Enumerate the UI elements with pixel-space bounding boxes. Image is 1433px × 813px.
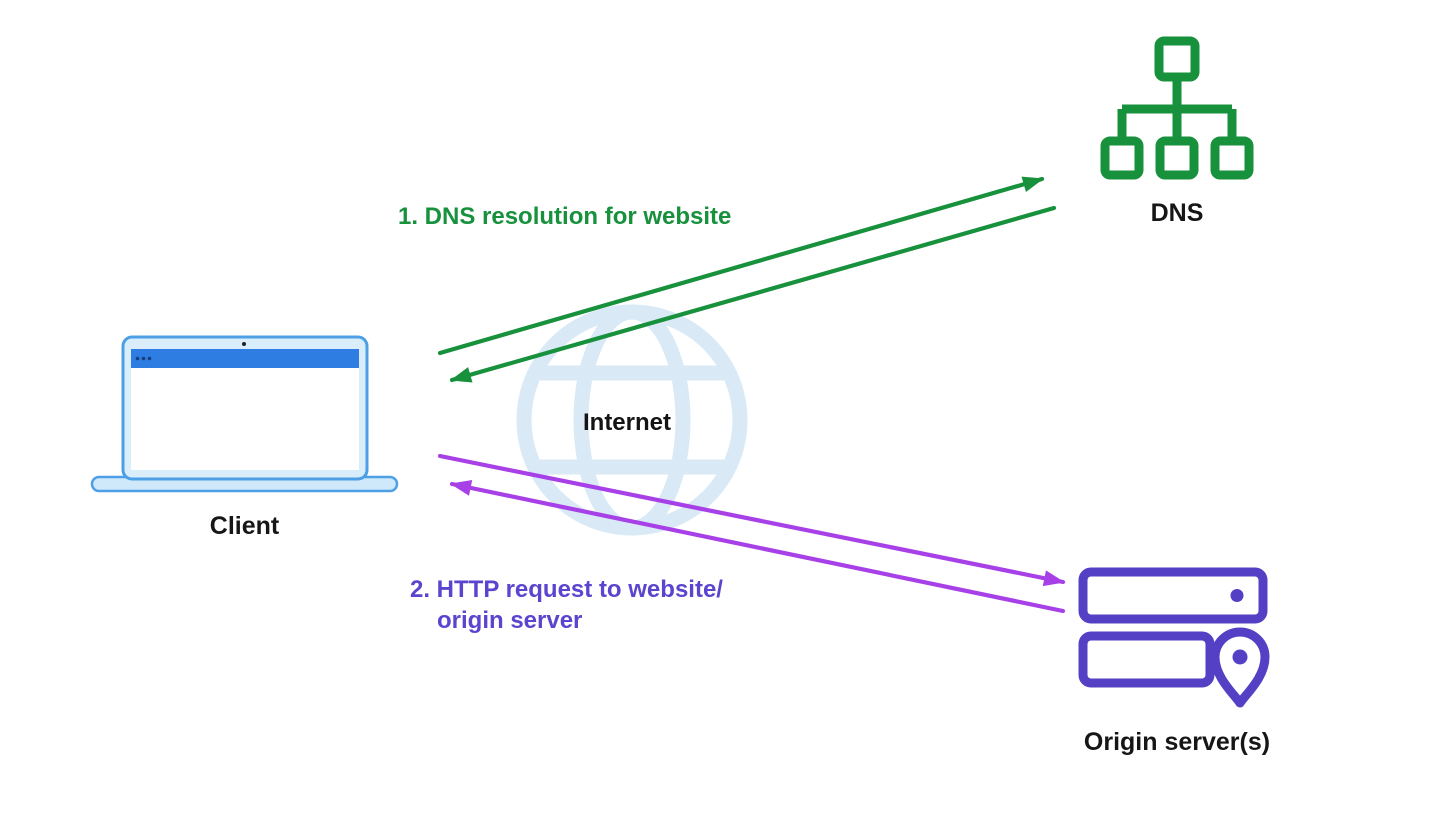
client-laptop-icon [90, 335, 399, 493]
window-dot-icon [141, 356, 146, 361]
arrow-client-to-origin [437, 453, 1066, 587]
dns-leaf-box [1100, 136, 1144, 180]
server-rack-bottom [1078, 631, 1215, 688]
origin-server-label: Origin server(s) [1083, 728, 1271, 756]
dns-root-box [1154, 36, 1200, 82]
origin-server-icon [1078, 567, 1270, 708]
arrow-origin-to-client [449, 480, 1066, 614]
laptop-browser-titlebar [131, 349, 359, 368]
dns-leaf-box [1210, 136, 1254, 180]
arrow-client-to-dns [437, 176, 1045, 356]
dns-connectors [1117, 77, 1237, 141]
dns-tree-icon [1100, 36, 1254, 180]
server-led-dot [1230, 589, 1244, 602]
window-dot-icon [147, 356, 152, 361]
internet-globe-icon [516, 304, 748, 536]
http-request-flow-label-line1: 2. HTTP request to website/ [410, 576, 723, 603]
dns-resolution-arrows [437, 176, 1057, 383]
laptop-camera-dot [242, 342, 246, 346]
dns-label: DNS [1150, 199, 1204, 227]
client-label: Client [209, 512, 280, 540]
http-request-arrows [437, 453, 1066, 614]
location-pin-icon [1210, 627, 1270, 708]
dns-leaf-box [1155, 136, 1199, 180]
http-request-flow-label-line2: origin server [437, 607, 583, 634]
internet-label: Internet [582, 409, 671, 436]
location-pin-dot [1232, 649, 1248, 665]
window-dot-icon [135, 356, 140, 361]
dns-resolution-flow-label: 1. DNS resolution for website [398, 203, 732, 230]
server-rack-top [1078, 567, 1268, 624]
http-request-flow-label: 2. HTTP request to website/ origin serve… [410, 574, 723, 636]
arrow-dns-to-client [449, 205, 1057, 383]
laptop-browser-content [131, 368, 359, 470]
globe-meridian [573, 304, 691, 536]
